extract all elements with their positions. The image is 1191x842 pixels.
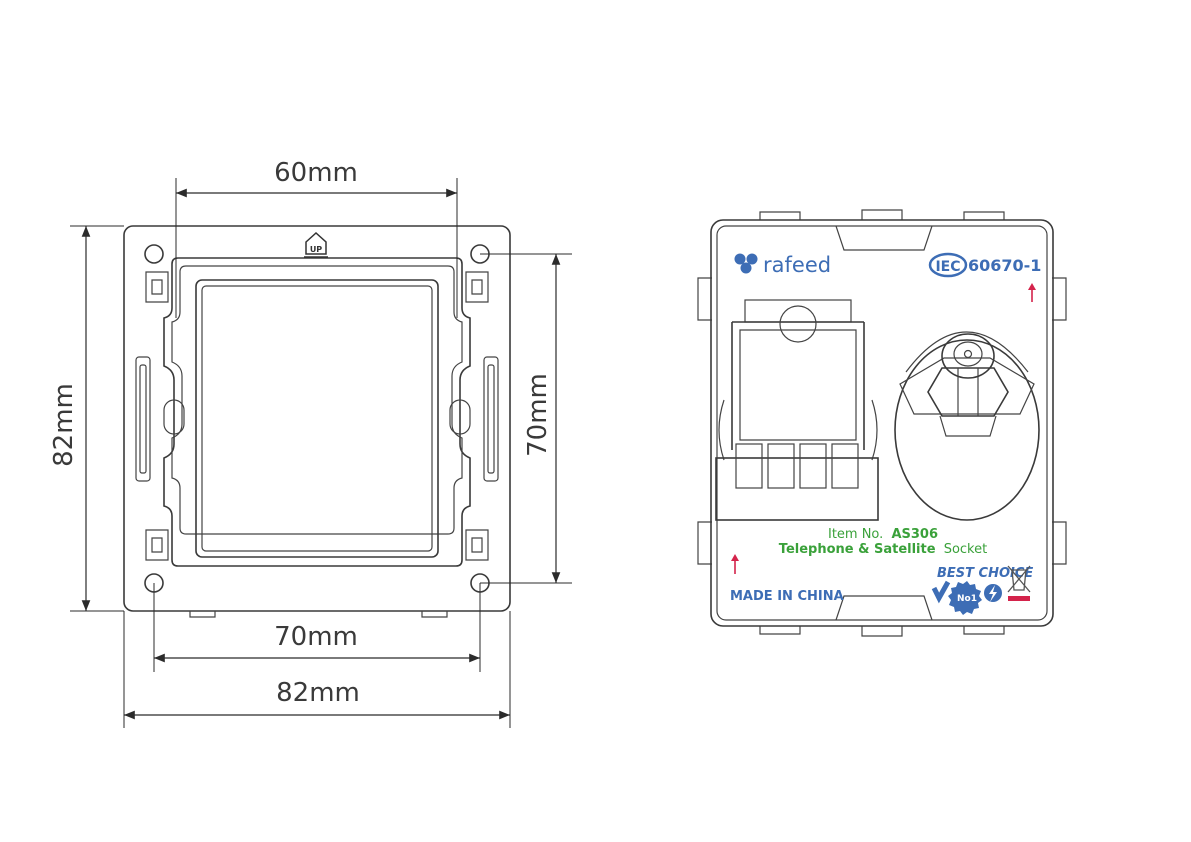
screw-hole-top-left — [144, 244, 164, 264]
iec-standard-badge: IEC 60670-1 — [928, 252, 1041, 278]
no1-label: No1 — [957, 594, 977, 604]
dimension-right-height: 70mm — [523, 373, 553, 457]
up-mark-icon: UP — [304, 231, 328, 258]
orientation-arrow-icon — [731, 554, 739, 574]
iec-label: IEC — [935, 259, 960, 275]
dimension-left-height: 82mm — [49, 383, 79, 467]
dimension-bottom-inner: 70mm — [274, 622, 358, 652]
dimension-top-width: 60mm — [274, 158, 358, 188]
rafeed-logo: rafeed — [734, 253, 831, 277]
product-name: Telephone & Satellite Socket — [779, 542, 987, 557]
up-mark-label: UP — [310, 245, 322, 254]
mounting-frame: UP — [123, 225, 511, 618]
item-number: Item No. AS306 — [828, 527, 938, 542]
dimension-bottom-outer: 82mm — [276, 678, 360, 708]
weee-bin-icon — [1007, 565, 1031, 601]
iec-standard-number: 60670-1 — [968, 256, 1041, 275]
lightning-icon — [984, 584, 1002, 602]
no1-seal-icon: No1 — [948, 581, 982, 615]
dimension-lines: 60mm 82mm 70mm 70mm 82mm — [49, 158, 572, 728]
best-choice-label: BEST CHOICE — [937, 566, 1033, 581]
brand-name: rafeed — [763, 253, 831, 277]
satellite-connector — [894, 331, 1040, 521]
quality-check-icon — [931, 580, 951, 604]
brand-mark-icon — [734, 253, 758, 274]
telephone-jack — [715, 299, 879, 521]
made-in-label: MADE IN CHINA — [730, 589, 844, 604]
orientation-arrow-icon — [1028, 283, 1036, 302]
socket-module: rafeed IEC 60670-1 — [697, 209, 1067, 637]
